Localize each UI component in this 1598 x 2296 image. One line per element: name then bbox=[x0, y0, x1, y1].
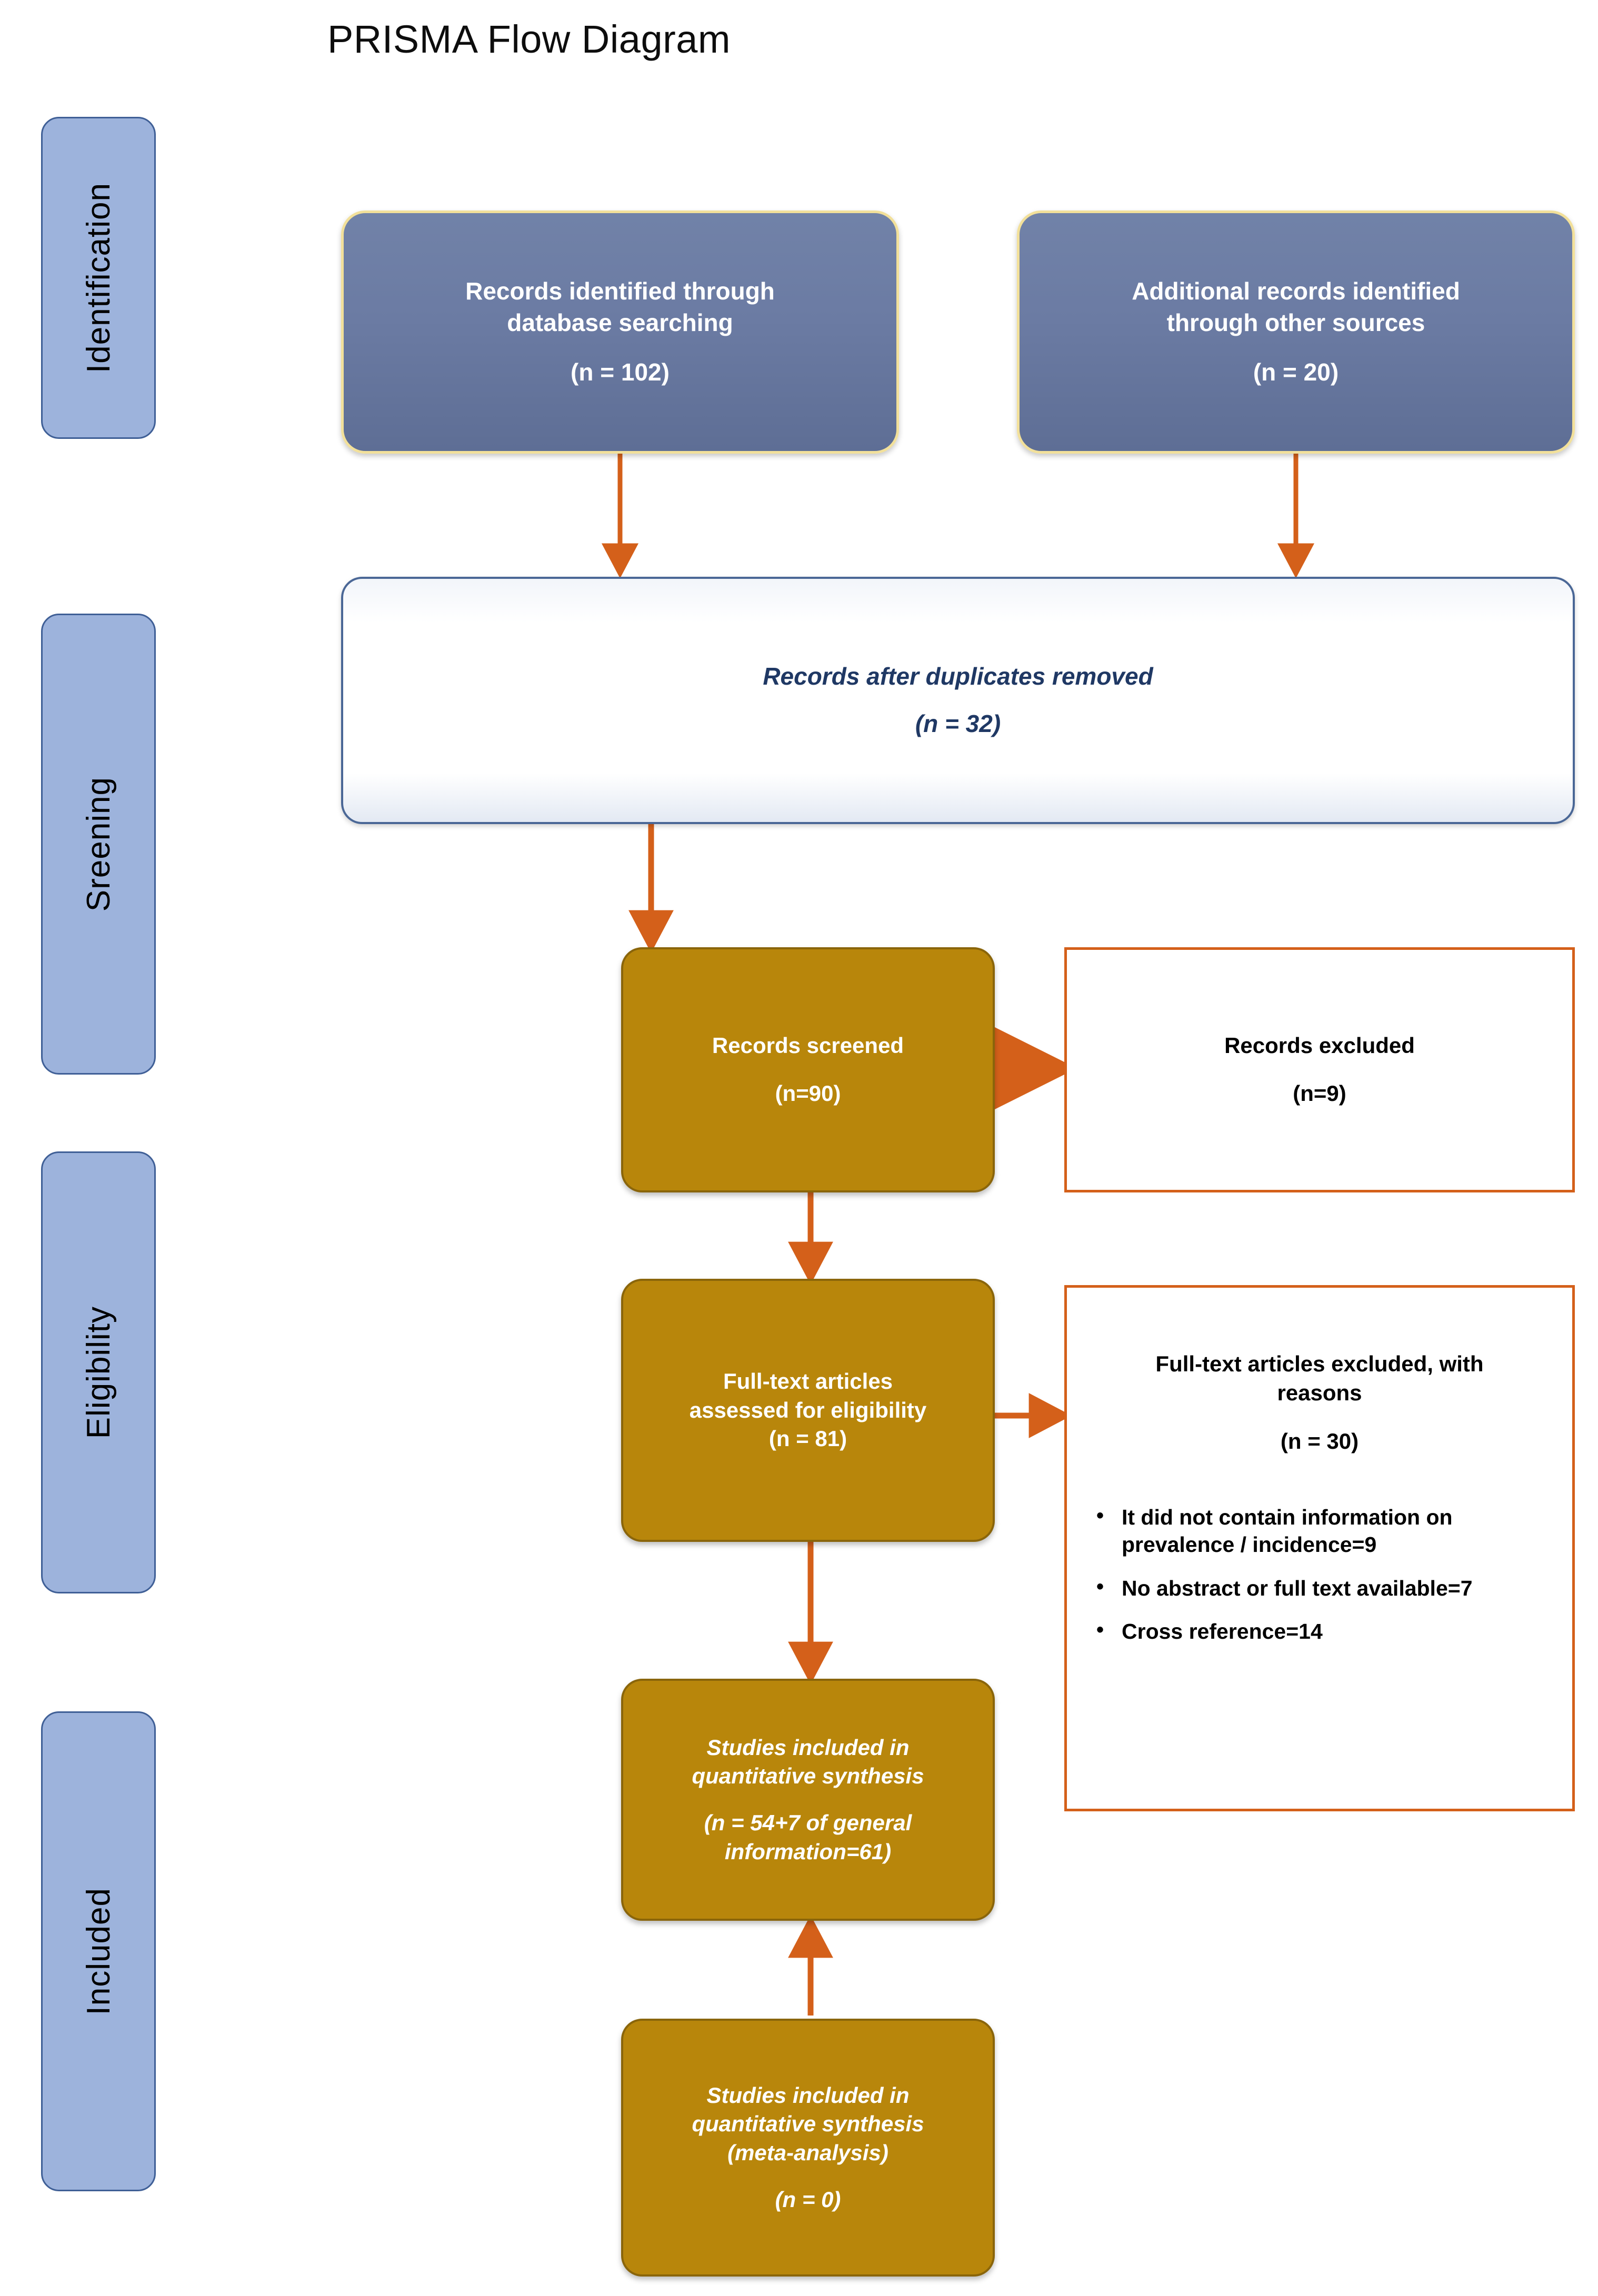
node-studies-included-meta-analysis: Studies included in quantitative synthes… bbox=[621, 2019, 995, 2277]
stage-label-identification: Identification bbox=[41, 117, 156, 439]
synthesis-count-line1: (n = 54+7 of general bbox=[704, 1810, 912, 1835]
fulltext-assessed-count: (n = 81) bbox=[768, 1426, 847, 1451]
records-screened-line1: Records screened bbox=[712, 1033, 904, 1058]
stage-label-screening-text: Sreening bbox=[80, 776, 117, 912]
records-excluded-line1: Records excluded bbox=[1224, 1033, 1415, 1058]
node-records-after-duplicates-removed: Records after duplicates removed (n = 32… bbox=[341, 577, 1575, 824]
db-search-line2: database searching bbox=[507, 309, 733, 337]
records-screened-count: (n=90) bbox=[775, 1081, 841, 1106]
node-fulltext-excluded-with-reasons: Full-text articles excluded, with reason… bbox=[1064, 1285, 1575, 1811]
fulltext-assessed-line2: assessed for eligibility bbox=[689, 1397, 927, 1422]
meta-line1: Studies included in bbox=[706, 2082, 910, 2108]
fulltext-excluded-count: (n = 30) bbox=[1280, 1429, 1359, 1454]
other-sources-line1: Additional records identified bbox=[1132, 277, 1460, 305]
db-search-line1: Records identified through bbox=[465, 277, 775, 305]
stage-label-screening: Sreening bbox=[41, 614, 156, 1075]
meta-count: (n = 0) bbox=[775, 2187, 841, 2212]
synthesis-line2: quantitative synthesis bbox=[692, 1763, 924, 1789]
node-records-identified-database: Records identified through database sear… bbox=[341, 210, 899, 454]
fulltext-excluded-line2: reasons bbox=[1277, 1380, 1362, 1405]
list-item: Cross reference=14 bbox=[1094, 1617, 1554, 1645]
synthesis-count-line2: information=61) bbox=[724, 1839, 892, 1864]
node-additional-records-other-sources: Additional records identified through ot… bbox=[1017, 210, 1575, 454]
list-item: No abstract or full text available=7 bbox=[1094, 1573, 1554, 1602]
meta-line3: (meta-analysis) bbox=[727, 2140, 888, 2165]
meta-line2: quantitative synthesis bbox=[692, 2111, 924, 2137]
records-excluded-count: (n=9) bbox=[1293, 1081, 1346, 1106]
list-item: It did not contain information on preval… bbox=[1094, 1502, 1554, 1559]
other-sources-count: (n = 20) bbox=[1253, 358, 1339, 386]
stage-label-eligibility: Eligibility bbox=[41, 1151, 156, 1593]
synthesis-line1: Studies included in bbox=[706, 1734, 910, 1760]
stage-label-eligibility-text: Eligibility bbox=[80, 1306, 117, 1439]
stage-label-included: Included bbox=[41, 1711, 156, 2191]
exclusion-reason-list: It did not contain information on preval… bbox=[1067, 1502, 1572, 1646]
node-records-screened: Records screened (n=90) bbox=[621, 947, 995, 1192]
node-records-excluded: Records excluded (n=9) bbox=[1064, 947, 1575, 1192]
db-search-count: (n = 102) bbox=[571, 358, 670, 386]
stage-label-identification-text: Identification bbox=[80, 182, 117, 374]
node-fulltext-assessed: Full-text articles assessed for eligibil… bbox=[621, 1279, 995, 1542]
stage-label-included-text: Included bbox=[80, 1887, 117, 2016]
page-title: PRISMA Flow Diagram bbox=[327, 17, 731, 61]
duplicates-count: (n = 32) bbox=[915, 710, 1001, 737]
fulltext-assessed-line1: Full-text articles bbox=[723, 1369, 893, 1394]
other-sources-line2: through other sources bbox=[1166, 309, 1425, 337]
node-studies-included-quantitative-synthesis: Studies included in quantitative synthes… bbox=[621, 1679, 995, 1921]
duplicates-line1: Records after duplicates removed bbox=[763, 663, 1153, 690]
fulltext-excluded-line1: Full-text articles excluded, with bbox=[1155, 1351, 1484, 1376]
